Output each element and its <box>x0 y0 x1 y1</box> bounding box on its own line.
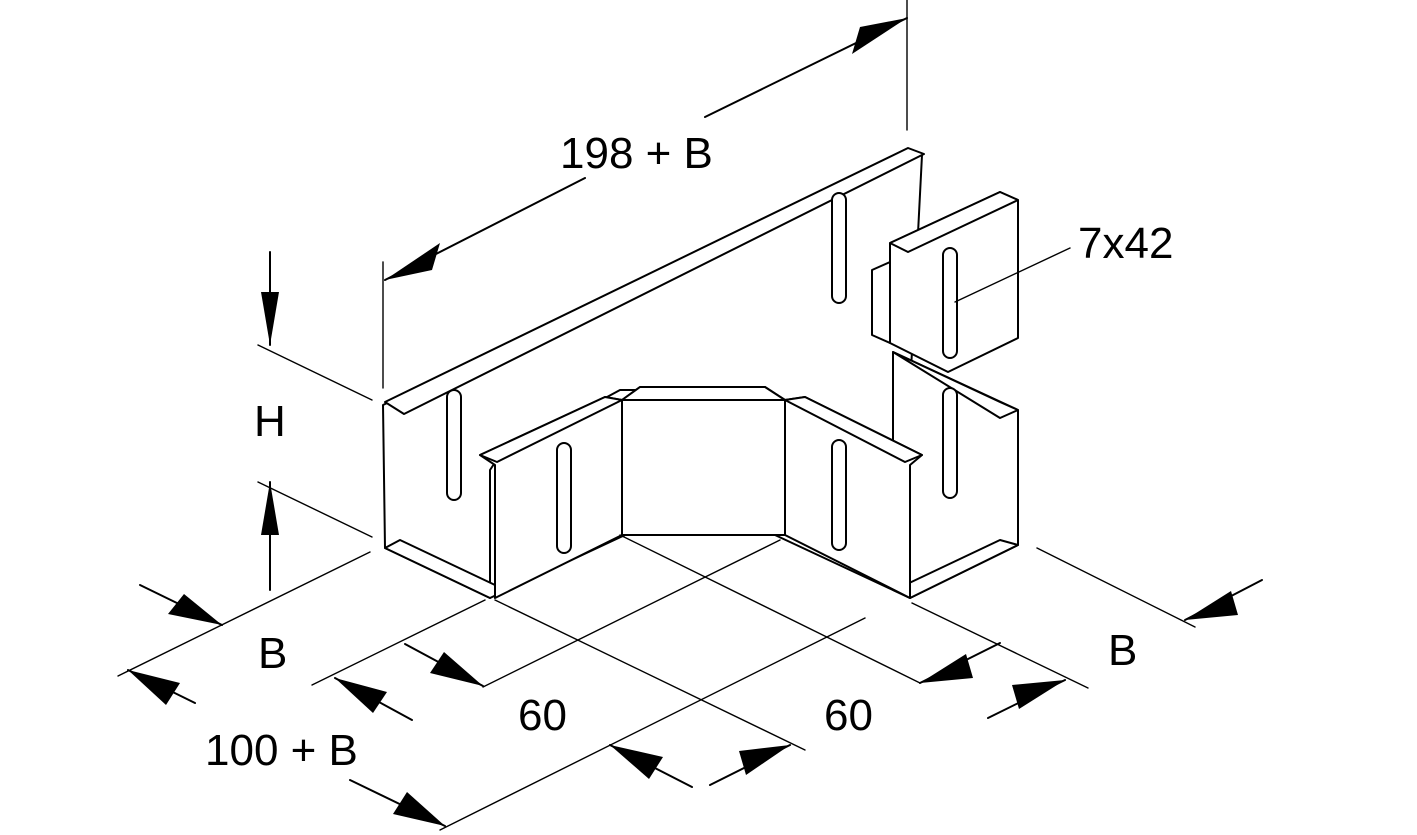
arrow <box>128 670 180 705</box>
slot <box>446 389 462 501</box>
center-front-wall <box>621 386 786 536</box>
label-offset-left: 60 <box>518 691 567 740</box>
back-wall-lip <box>384 147 925 415</box>
tee-fitting-body <box>382 147 1019 599</box>
arrow <box>610 745 663 779</box>
slot <box>942 247 958 359</box>
arrow <box>852 18 907 54</box>
arrow <box>1012 680 1065 709</box>
label-offset-right: 60 <box>824 691 873 740</box>
label-height: H <box>254 397 286 446</box>
arrow <box>168 594 222 625</box>
arrow <box>261 292 279 345</box>
slot <box>831 192 847 304</box>
right-branch-lower-lip <box>892 351 1019 419</box>
arrow <box>385 243 440 280</box>
label-width-left: B <box>258 629 287 678</box>
arrow <box>739 745 790 775</box>
slot <box>942 387 958 499</box>
slot <box>556 442 572 554</box>
arrow <box>335 678 387 713</box>
arrow <box>261 482 279 535</box>
arrow <box>1185 591 1238 620</box>
arrow <box>430 652 483 686</box>
label-width-right: B <box>1108 626 1137 675</box>
label-length-left: 100 + B <box>205 726 358 775</box>
label-slot: 7x42 <box>1078 219 1173 268</box>
label-length-top: 198 + B <box>560 129 713 178</box>
right-branch-flap <box>871 261 891 344</box>
dimension-lines <box>117 0 1263 831</box>
center-front-lip <box>621 386 786 401</box>
right-branch-upper-lip <box>889 191 1019 253</box>
arrow <box>393 792 445 826</box>
arrow <box>920 654 973 683</box>
dimension-labels: 198 + B H 7x42 B 100 + B 60 60 B <box>205 129 1173 775</box>
right-front-lip <box>784 396 923 463</box>
slot <box>831 439 847 551</box>
